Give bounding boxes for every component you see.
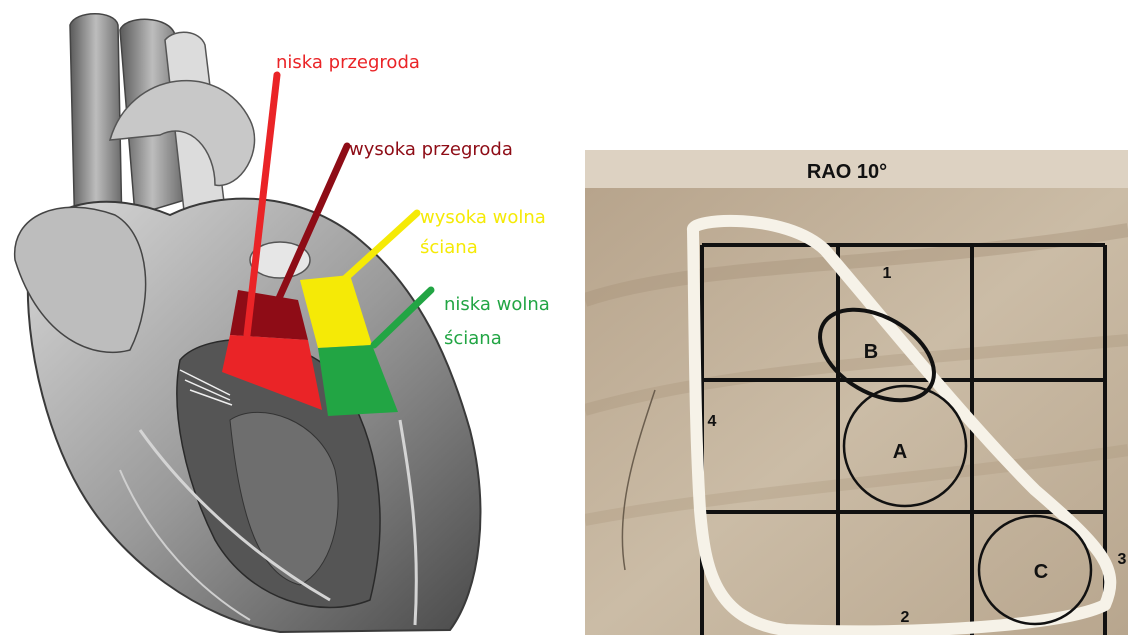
rao-fluoroscopy-image: RAO 10° B A C 1 2 3 4: [585, 150, 1128, 635]
side-4-label: 4: [708, 413, 717, 430]
low-free-wall-label-line2: ściana: [444, 326, 502, 352]
region-b-label: B: [864, 341, 878, 363]
side-2-label: 2: [901, 609, 910, 626]
region-c-label: C: [1034, 561, 1048, 583]
high-free-wall-label-line1: wysoka wolna: [420, 205, 546, 231]
low-septum-label: niska przegroda: [276, 50, 420, 76]
side-1-label: 1: [883, 265, 892, 282]
high-septum-label: wysoka przegroda: [349, 137, 513, 163]
heart-illustration-panel: niska przegroda wysoka przegroda wysoka …: [0, 0, 580, 635]
side-3-label: 3: [1118, 551, 1127, 568]
region-a-label: A: [893, 441, 907, 463]
rao-title: RAO 10°: [807, 161, 887, 183]
rao-fluoroscopy-panel: RAO 10° B A C 1 2 3 4: [585, 150, 1128, 635]
high-free-wall-label-line2: ściana: [420, 235, 478, 261]
low-free-wall-label-line1: niska wolna: [444, 292, 550, 318]
